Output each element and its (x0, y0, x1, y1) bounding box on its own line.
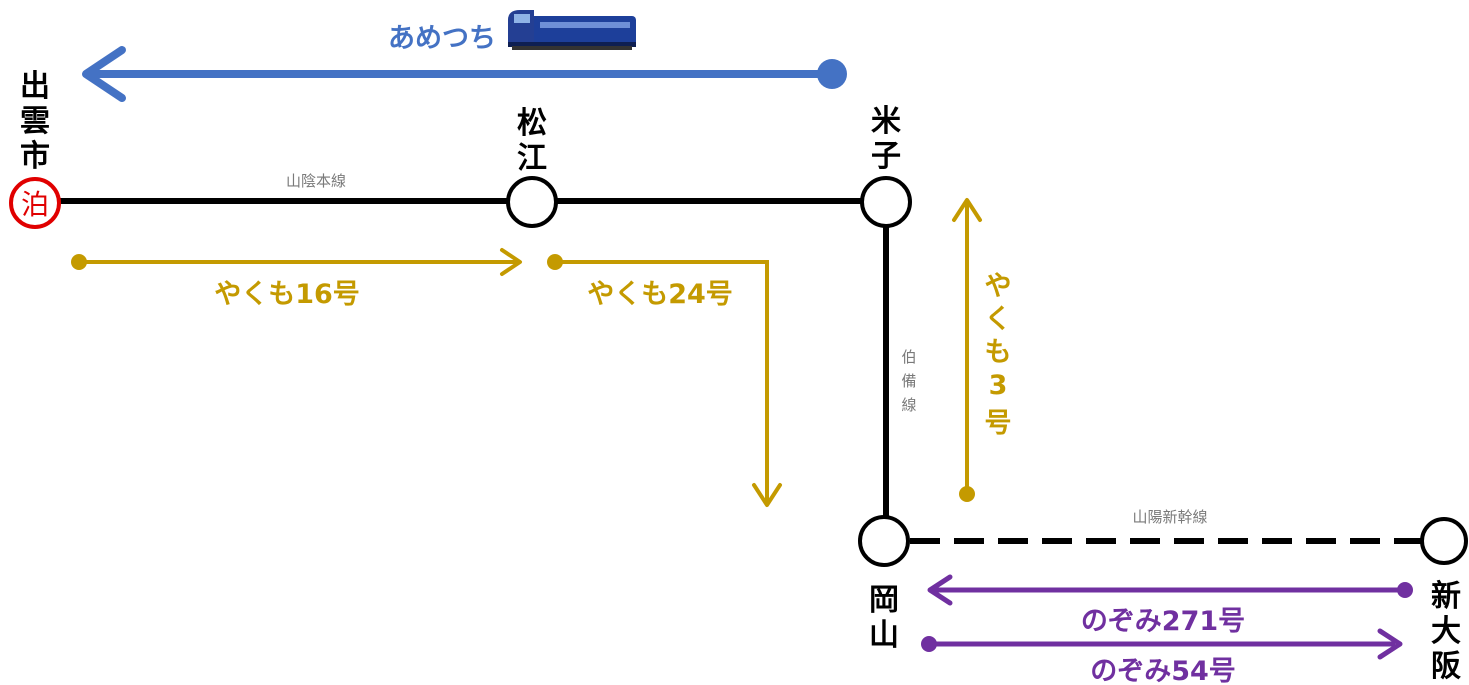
station-node-yonago (860, 176, 912, 228)
train-label-nozomi54: のぞみ54号 (1090, 656, 1236, 685)
svg-text:3: 3 (989, 370, 1008, 401)
svg-text:線: 線 (901, 396, 916, 414)
svg-text:も: も (985, 337, 1012, 368)
svg-text:阪: 阪 (1431, 649, 1461, 684)
route-yakumo24 (547, 254, 782, 507)
arrowhead-yakumo16 (500, 248, 522, 276)
route-start-dot-ametsuchi (817, 59, 847, 89)
svg-text:伯: 伯 (901, 348, 916, 366)
stay-marker-circle (9, 177, 61, 229)
svg-text:江: 江 (517, 141, 547, 176)
station-name-matsue: 松 江 (517, 106, 547, 176)
station-name-yonago: 米 子 (871, 104, 901, 174)
route-start-dot-yakumo16 (71, 254, 87, 270)
train-label-yakumo24: やくも24号 (587, 279, 733, 310)
svg-text:出: 出 (20, 69, 50, 104)
svg-text:子: 子 (871, 139, 901, 174)
station-node-matsue (506, 176, 558, 228)
route-start-dot-yakumo24 (547, 254, 563, 270)
route-nozomi54 (921, 628, 1403, 660)
svg-text:山: 山 (869, 618, 899, 653)
station-name-shinosaka: 新 大 阪 (1431, 579, 1461, 684)
line-label-hakubi: 伯 備 線 (901, 348, 916, 414)
station-node-shinosaka (1420, 517, 1468, 565)
line-label-sanyo-shinkansen: 山陽新幹線 (1132, 508, 1207, 526)
route-start-dot-nozomi271 (1397, 582, 1413, 598)
route-start-dot-nozomi54 (921, 636, 937, 652)
arrowhead-yakumo3 (952, 198, 982, 222)
arrowhead-ametsuchi (82, 46, 126, 102)
station-node-okayama (858, 515, 910, 567)
train-label-yakumo16: やくも16号 (214, 279, 360, 310)
svg-text:や: や (985, 271, 1012, 302)
arrowhead-yakumo24 (752, 483, 782, 507)
svg-text:く: く (985, 304, 1012, 335)
svg-text:号: 号 (985, 408, 1012, 439)
svg-text:岡: 岡 (869, 583, 899, 618)
route-start-dot-yakumo3 (959, 486, 975, 502)
station-name-izumoshi: 出 雲 市 (20, 69, 50, 174)
ametsuchi-train-image (508, 10, 636, 50)
svg-text:大: 大 (1431, 614, 1461, 649)
svg-text:備: 備 (901, 372, 916, 390)
arrowhead-nozomi54 (1377, 628, 1403, 660)
station-name-okayama: 岡 山 (869, 583, 899, 653)
svg-text:市: 市 (20, 139, 50, 174)
train-label-nozomi271: のぞみ271号 (1081, 606, 1245, 637)
svg-text:雲: 雲 (20, 104, 50, 139)
route-yakumo16 (71, 248, 522, 276)
train-label-ametsuchi: あめつち (388, 23, 496, 54)
route-nozomi271 (927, 574, 1413, 606)
svg-text:米: 米 (871, 104, 901, 139)
train-label-yakumo3: や く も 3 号 (985, 271, 1012, 439)
arrowhead-nozomi271 (927, 574, 953, 606)
svg-text:新: 新 (1431, 579, 1461, 614)
line-label-sanin: 山陰本線 (286, 172, 346, 190)
route-yakumo3 (952, 198, 982, 502)
route-ametsuchi (82, 46, 847, 102)
svg-text:松: 松 (517, 106, 547, 141)
stay-marker-label: 泊 (21, 188, 49, 221)
